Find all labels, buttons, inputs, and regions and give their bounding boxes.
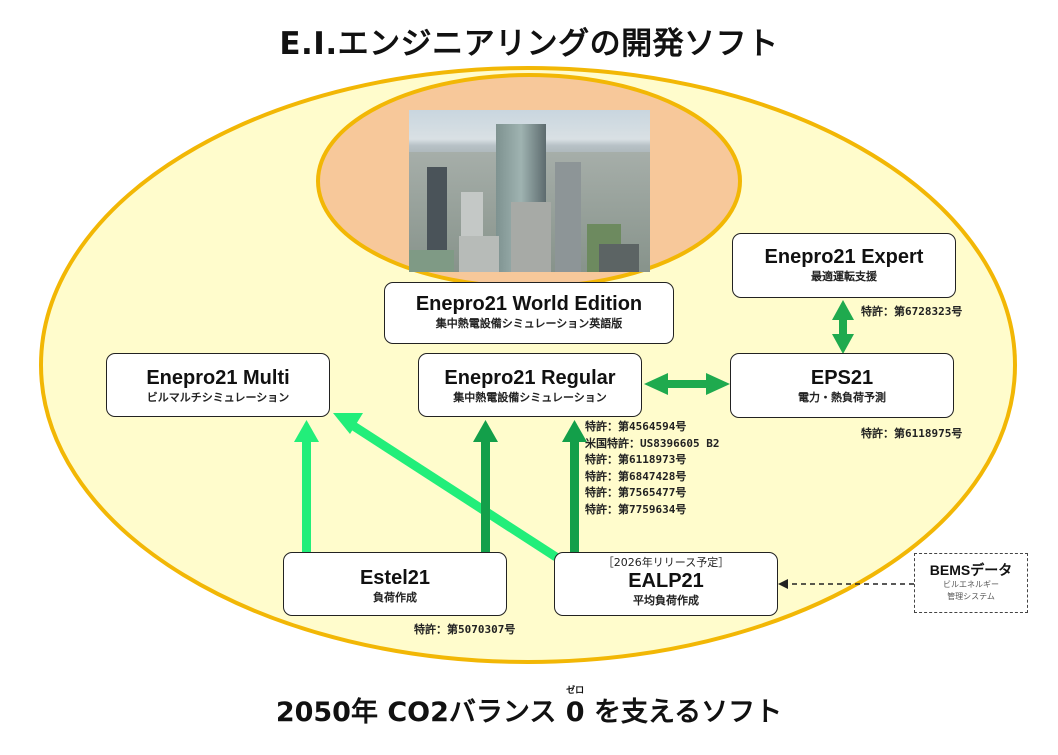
patent-estel21: 特許：第5070307号 [414, 623, 516, 636]
patent-item: 特許：第6847428号 [585, 469, 687, 483]
patent-item: 特許：第6118973号 [585, 453, 687, 467]
bems-data-box: BEMSデータ ビルエネルギー 管理システム [914, 553, 1028, 613]
product-box-multi: Enepro21 Multi ビルマルチシミュレーション [106, 353, 330, 417]
product-box-ealp21: ［2026年リリース予定］ EALP21 平均負荷作成 [554, 552, 778, 616]
zero-digit: 0 [565, 697, 585, 728]
arrow-bems-to-ealp [778, 579, 914, 589]
product-description: 平均負荷作成 [633, 594, 699, 607]
product-box-estel21: Estel21 負荷作成 [283, 552, 507, 616]
patent-list-regular: 特許：第4564594号 米国特許：US8396605 B2 特許：第61189… [585, 419, 719, 519]
product-name: Enepro21 World Edition [415, 293, 643, 315]
product-name: EALP21 [628, 570, 704, 592]
arrow-ealp-to-regular [562, 420, 587, 552]
slogan-prefix: 2050年 CO2バランス [275, 697, 566, 728]
bems-subtitle-line2: 管理システム [947, 592, 995, 601]
patent-expert: 特許：第6728323号 [861, 305, 963, 318]
city-photo [409, 110, 650, 272]
patent-item: 特許：第7565477号 [585, 486, 687, 500]
product-name: Estel21 [359, 567, 431, 589]
product-box-world-edition: Enepro21 World Edition 集中熱電設備シミュレーション英語版 [384, 282, 674, 344]
release-note: ［2026年リリース予定］ [602, 556, 730, 569]
product-description: ビルマルチシミュレーション [146, 391, 290, 404]
product-name: Enepro21 Multi [146, 367, 290, 389]
product-name: Enepro21 Expert [764, 246, 924, 268]
product-name: Enepro21 Regular [444, 367, 616, 389]
patent-eps21: 特許：第6118975号 [861, 427, 963, 440]
product-box-expert: Enepro21 Expert 最適運転支援 [732, 233, 956, 298]
product-description: 集中熱電設備シミュレーション英語版 [435, 317, 623, 330]
patent-item: 米国特許：US8396605 B2 [585, 436, 720, 450]
slogan-suffix: を支えるソフト [584, 697, 783, 728]
bems-subtitle-line1: ビルエネルギー [943, 580, 999, 589]
arrow-regular-eps [644, 373, 730, 395]
arrow-estel-to-multi [294, 420, 319, 552]
arrow-expert-eps [832, 300, 854, 354]
product-box-regular: Enepro21 Regular 集中熱電設備シミュレーション [418, 353, 642, 417]
product-description: 集中熱電設備シミュレーション [453, 391, 607, 404]
product-description: 最適運転支援 [811, 270, 877, 283]
arrow-estel-to-regular [473, 420, 498, 552]
patent-item: 特許：第4564594号 [585, 420, 687, 433]
product-description: 負荷作成 [373, 591, 417, 604]
product-box-eps21: EPS21 電力・熱負荷予測 [730, 353, 954, 418]
patent-item: 特許：第7759634号 [585, 502, 687, 516]
page-title: E.I.エンジニアリングの開発ソフト [279, 26, 779, 62]
arrow-ealp-to-multi [333, 413, 559, 561]
product-description: 電力・熱負荷予測 [798, 391, 886, 404]
zero-ruby: ゼロ [566, 686, 585, 696]
bems-title: BEMSデータ [929, 562, 1013, 578]
product-name: EPS21 [810, 367, 874, 389]
